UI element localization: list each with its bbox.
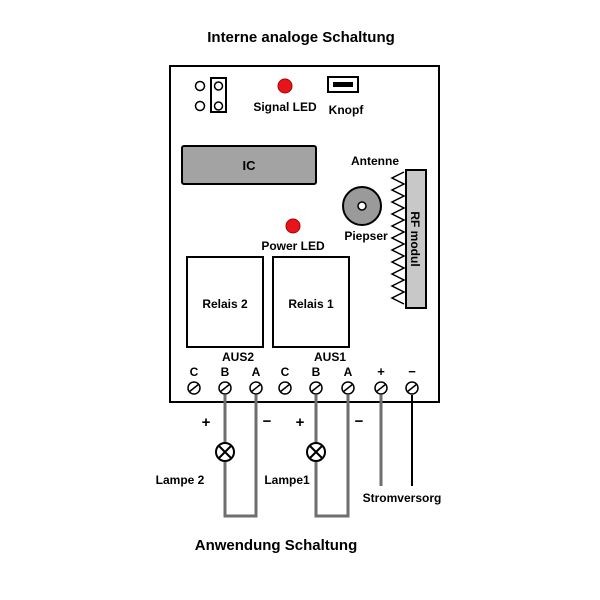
rf-module-label: RF modul	[408, 211, 422, 266]
relais-2-label: Relais 2	[202, 297, 248, 311]
terminal-screws	[187, 381, 419, 395]
terminal-label: C	[281, 365, 290, 379]
terminal-label: C	[190, 365, 199, 379]
power-led-label: Power LED	[261, 239, 325, 253]
rf-module	[405, 169, 427, 309]
stromversorg-label: Stromversorg	[363, 491, 442, 505]
terminal-label: +	[377, 364, 385, 379]
terminal-label: B	[221, 365, 230, 379]
knopf-label: Knopf	[329, 103, 365, 117]
terminal-label: −	[408, 364, 416, 379]
power-led	[285, 218, 301, 234]
plus-sign: +	[202, 414, 211, 431]
antenne-label: Antenne	[351, 154, 399, 168]
minus-sign: −	[355, 413, 364, 430]
terminal-label: A	[252, 365, 261, 379]
lampe-2-label: Lampe 2	[156, 473, 205, 487]
antenna-coil	[390, 171, 406, 305]
aus2-label: AUS2	[222, 350, 254, 364]
signal-led	[277, 78, 293, 94]
relais-1-label: Relais 1	[288, 297, 334, 311]
external-wires	[223, 395, 413, 518]
knopf-button	[327, 76, 359, 93]
piepser-buzzer	[342, 186, 382, 226]
terminal-label: A	[344, 365, 353, 379]
ic-chip	[181, 145, 317, 185]
plus-sign: +	[296, 414, 305, 431]
terminal-label: B	[312, 365, 321, 379]
signal-led-label: Signal LED	[253, 100, 317, 114]
aus1-label: AUS1	[314, 350, 346, 364]
lampe-1-symbol	[306, 442, 326, 462]
minus-sign: −	[263, 413, 272, 430]
piepser-label: Piepser	[344, 229, 388, 243]
lampe-1-label: Lampe1	[264, 473, 310, 487]
title-bottom: Anwendung Schaltung	[195, 537, 358, 554]
title-top: Interne analoge Schaltung	[207, 29, 395, 46]
relais-1	[272, 256, 350, 348]
jumper-pins	[194, 77, 227, 113]
lampe-2-symbol	[215, 442, 235, 462]
relais-2	[186, 256, 264, 348]
ic-label: IC	[243, 158, 257, 173]
